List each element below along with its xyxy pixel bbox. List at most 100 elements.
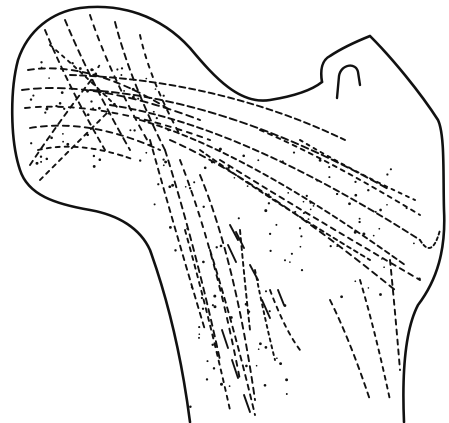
hatch-tick: [222, 330, 228, 348]
trabecular-line: [185, 230, 230, 410]
stipple-dot: [245, 365, 248, 368]
stipple-dot: [265, 346, 268, 349]
stipple-dot: [62, 141, 64, 143]
stipple-dot: [301, 269, 303, 271]
stipple-dot: [86, 90, 89, 93]
stipple-dot: [214, 305, 217, 308]
trabecular-line: [38, 147, 135, 160]
stipple-dot: [123, 90, 125, 92]
trabecular-line: [420, 230, 440, 248]
stipple-dot: [308, 218, 310, 220]
stipple-dot: [198, 333, 200, 335]
stipple-dot: [46, 158, 49, 161]
stipple-dot: [145, 78, 147, 80]
stipple-dot: [310, 202, 312, 204]
stipple-dot: [93, 155, 95, 157]
hatch-tick: [278, 290, 284, 305]
stipple-dot: [299, 227, 301, 229]
stipple-dot: [230, 316, 233, 319]
stipple-dot: [206, 378, 208, 380]
trabecular-line: [65, 20, 130, 150]
stipple-dot: [336, 245, 338, 247]
stipple-dot: [129, 129, 131, 131]
stipple-dot: [97, 66, 99, 68]
stipple-dot: [264, 209, 267, 212]
stipple-dot: [62, 133, 64, 135]
stipple-dot: [164, 161, 167, 164]
stipple-dot: [269, 233, 271, 235]
stipple-dot: [162, 158, 164, 160]
greater-trochanter-outline: [321, 36, 444, 422]
stipple-dot: [328, 176, 330, 178]
stipple-dot: [185, 186, 187, 188]
trabecular-line: [270, 290, 300, 350]
stipple-dot: [94, 72, 97, 75]
stipple-dot: [242, 155, 245, 158]
stipple-dot: [310, 209, 312, 211]
stipple-dot: [213, 295, 216, 298]
stipple-dot: [328, 166, 330, 168]
stipple-dot: [267, 194, 269, 196]
stipple-dot: [354, 194, 357, 197]
trabecular-line: [115, 22, 165, 150]
stipple-dot: [202, 142, 204, 144]
stipple-dot: [106, 95, 108, 97]
stipple-dot: [354, 231, 357, 234]
stipple-dot: [189, 406, 191, 408]
stipple-dot: [247, 185, 249, 187]
stipple-dot: [163, 95, 165, 97]
stipple-dot: [216, 246, 218, 248]
stipple-dot: [191, 286, 193, 288]
stipple-dot: [333, 159, 335, 161]
stipple-dot: [41, 67, 43, 69]
stipple-dot: [229, 385, 231, 387]
stipple-dot: [303, 201, 305, 203]
trabecular-lines: [22, 15, 440, 415]
stipple-dot: [276, 357, 278, 359]
stipple-dot: [413, 243, 415, 245]
stipple-dot: [257, 159, 259, 161]
stipple-dot: [390, 168, 392, 170]
stipple-dot: [171, 184, 174, 187]
stipple-dot: [291, 253, 293, 255]
stipple-dot: [45, 107, 48, 110]
stipple-dot: [87, 113, 90, 116]
stipple-dot: [264, 384, 267, 387]
stipple-dot: [90, 100, 92, 102]
stipple-dot: [406, 207, 408, 209]
stipple-dot: [169, 226, 172, 229]
stipple-dot: [59, 102, 62, 105]
stipple-dot: [227, 166, 229, 168]
stipple-dot: [286, 393, 288, 395]
stipple-dot: [258, 348, 260, 350]
stipple-dot: [212, 304, 214, 306]
stipple-dot: [211, 344, 213, 346]
stipple-dot: [153, 111, 155, 113]
stipple-dot: [203, 206, 205, 208]
stipple-dot: [61, 91, 64, 94]
stipple-dot: [234, 177, 236, 179]
hatch-tick: [250, 265, 258, 280]
trochanter-hook: [337, 66, 360, 98]
stipple-dot: [303, 212, 305, 214]
stipple-dot: [193, 181, 195, 183]
stipple-dot: [86, 134, 89, 137]
trabecular-line: [390, 260, 400, 370]
stipple-dot: [36, 162, 39, 165]
stipple-dot: [220, 245, 223, 248]
stipple-dot: [202, 261, 205, 264]
stipple-dot: [358, 221, 360, 223]
stipple-dot: [163, 164, 165, 166]
stipple-dot: [294, 211, 296, 213]
stipple-dot: [300, 235, 302, 237]
stipple-dot: [133, 129, 135, 131]
stipple-dot: [265, 290, 267, 292]
stipple-dot: [330, 245, 332, 247]
stipple-dot: [279, 362, 282, 365]
stipple-dot: [354, 181, 356, 183]
stipple-dot: [211, 161, 214, 164]
stipple-dot: [44, 112, 46, 114]
stipple-dot: [306, 195, 308, 197]
stipple-dot: [55, 105, 57, 107]
